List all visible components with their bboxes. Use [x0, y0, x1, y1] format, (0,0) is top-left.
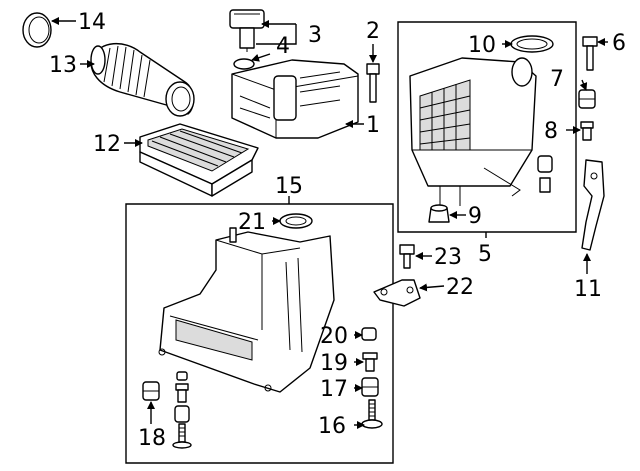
collar-part[interactable]	[580, 121, 594, 141]
lower-mount-part[interactable]	[142, 371, 192, 449]
callout-9[interactable]: 9	[468, 204, 482, 229]
leader-4	[251, 53, 271, 62]
resonator-group-box	[125, 203, 394, 464]
sensor-o-ring-part[interactable]	[233, 58, 255, 70]
callout-2[interactable]: 2	[366, 19, 380, 44]
callout-17[interactable]: 17	[320, 377, 348, 402]
callout-7[interactable]: 7	[550, 67, 564, 92]
callout-8[interactable]: 8	[544, 119, 558, 144]
callout-20[interactable]: 20	[320, 324, 348, 349]
airflow-sensor-part[interactable]	[229, 9, 265, 52]
bracket-part[interactable]	[373, 279, 421, 307]
housing-bolt-part[interactable]	[582, 36, 598, 71]
housing-seal-part[interactable]	[510, 35, 554, 53]
cover-bolt-part[interactable]	[366, 63, 380, 103]
callout-16[interactable]: 16	[318, 414, 346, 439]
callout-22[interactable]: 22	[446, 275, 474, 300]
housing-group-box	[397, 21, 577, 233]
resonator-part[interactable]	[158, 227, 335, 393]
mount-grommet-part[interactable]	[578, 89, 596, 109]
air-filter-part[interactable]	[139, 123, 259, 197]
callout-14[interactable]: 14	[78, 10, 106, 35]
callout-19[interactable]: 19	[320, 351, 348, 376]
cushion-part[interactable]	[361, 327, 377, 341]
collar-pin-part[interactable]	[362, 352, 378, 372]
callout-21[interactable]: 21	[238, 210, 266, 235]
housing-collar-part	[539, 177, 551, 193]
leader-7	[579, 79, 588, 91]
lower-grommet-part[interactable]	[428, 204, 450, 223]
callout-5[interactable]: 5	[478, 242, 492, 267]
callout-12[interactable]: 12	[93, 132, 121, 157]
callout-18[interactable]: 18	[138, 426, 166, 451]
bolt-part[interactable]	[399, 244, 415, 269]
callout-6[interactable]: 6	[612, 31, 626, 56]
air-cleaner-housing-part[interactable]	[409, 57, 537, 206]
callout-23[interactable]: 23	[434, 245, 462, 270]
leader-22	[419, 283, 445, 292]
support-bracket-part[interactable]	[581, 159, 605, 251]
stud-bolt-part[interactable]	[361, 399, 383, 429]
air-cleaner-cover-part[interactable]	[231, 59, 359, 139]
intake-hose-part[interactable]	[90, 43, 195, 117]
callout-1[interactable]: 1	[366, 113, 380, 138]
leader-3	[256, 24, 297, 45]
callout-4[interactable]: 4	[276, 34, 290, 59]
callout-3[interactable]: 3	[308, 23, 322, 48]
callout-13[interactable]: 13	[49, 53, 77, 78]
callout-10[interactable]: 10	[468, 33, 496, 58]
grommet-part[interactable]	[361, 377, 379, 397]
callout-15[interactable]: 15	[275, 174, 303, 199]
hose-clamp-part[interactable]	[22, 12, 52, 48]
callout-11[interactable]: 11	[574, 277, 602, 302]
housing-grommet-part	[537, 155, 553, 173]
resonator-seal-part[interactable]	[279, 213, 313, 229]
